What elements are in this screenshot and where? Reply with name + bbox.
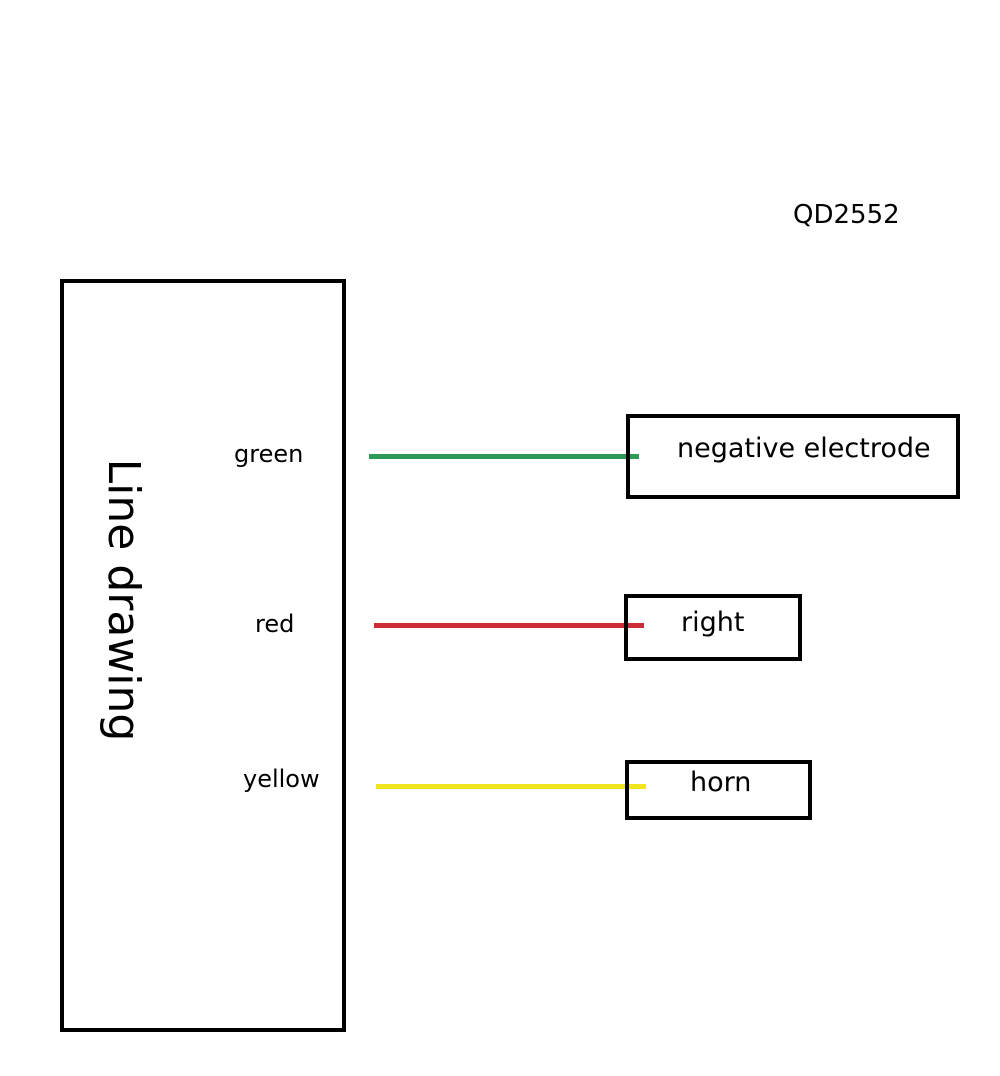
terminal-label-right: right — [681, 607, 745, 638]
terminal-label-horn: horn — [690, 767, 752, 798]
model-number-label: QD2552 — [793, 200, 900, 230]
terminal-box-right — [624, 594, 802, 661]
wire-red — [374, 623, 644, 628]
terminal-box-horn — [625, 760, 812, 820]
line-drawing-box — [60, 279, 346, 1032]
wire-label-yellow: yellow — [243, 765, 320, 793]
terminal-box-negative-electrode — [626, 414, 960, 499]
wire-label-red: red — [255, 610, 295, 638]
wire-green — [369, 454, 639, 459]
line-drawing-label: Line drawing — [98, 458, 149, 742]
wire-yellow — [376, 784, 646, 789]
terminal-label-negative-electrode: negative electrode — [677, 433, 931, 464]
wire-label-green: green — [234, 440, 304, 468]
